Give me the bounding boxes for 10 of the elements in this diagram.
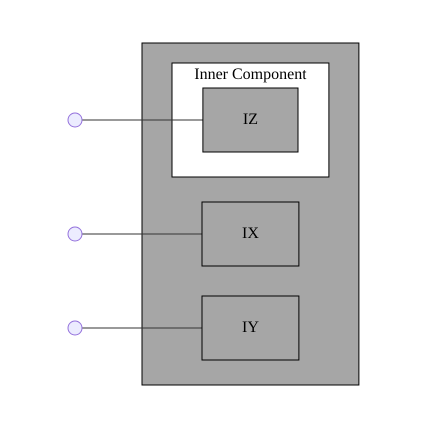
- node-circle: [68, 112, 83, 127]
- connector: [82, 327, 203, 328]
- cluster: [142, 42, 360, 385]
- connector: [82, 119, 204, 120]
- connector: [82, 233, 203, 234]
- node-box: IX: [202, 201, 300, 266]
- node-circle: [68, 226, 83, 241]
- node-box: IY: [202, 295, 300, 360]
- node-circle: [68, 320, 83, 335]
- node-box: IZ: [202, 87, 299, 152]
